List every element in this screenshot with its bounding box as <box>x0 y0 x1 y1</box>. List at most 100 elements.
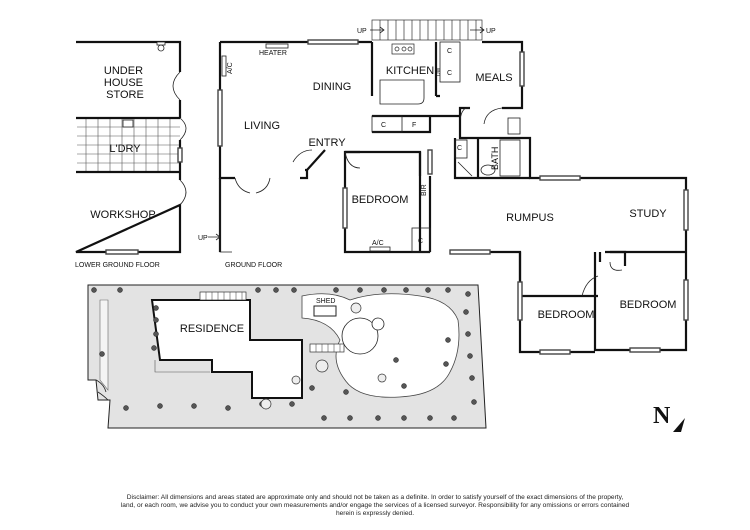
shrub <box>291 375 301 385</box>
ground-floor: UP UP <box>198 19 689 355</box>
heater-icon <box>265 43 289 49</box>
basin-icon <box>480 164 496 176</box>
tree <box>157 403 163 409</box>
lower-ground-floor-caption: LOWER GROUND FLOOR <box>75 262 160 269</box>
kitchen-bench <box>379 79 425 105</box>
residence-footprint <box>150 299 303 399</box>
tree <box>401 383 407 389</box>
closet-c-meals <box>439 41 461 83</box>
living-window <box>217 89 223 147</box>
store-door-swing <box>172 71 181 101</box>
tree <box>375 415 381 421</box>
bath-door-swing <box>483 107 503 125</box>
tree <box>393 357 399 363</box>
tree <box>289 401 295 407</box>
laundry-tiles <box>77 117 180 172</box>
up-label-left: UP <box>198 235 208 242</box>
workshop-label: WORKSHOP <box>90 209 155 221</box>
ac-living-label: A/C <box>227 62 234 74</box>
closet-c-kitchen <box>371 115 403 133</box>
tree <box>381 287 387 293</box>
meals-window <box>519 51 525 87</box>
ac-bedroom-label: A/C <box>372 240 384 247</box>
living-label: LIVING <box>244 120 280 132</box>
ac-living-icon <box>221 55 227 77</box>
lower-ground-floor: UNDER HOUSE STORE L'DRY WORKSHOP LOWER G… <box>75 40 187 269</box>
round-feature <box>341 317 379 355</box>
stairs-top <box>371 19 483 41</box>
site-stairs <box>199 291 247 301</box>
bedroom-1-label: BEDROOM <box>352 194 409 206</box>
shrub <box>315 359 329 373</box>
study-window <box>683 189 689 231</box>
kitchen-label: KITCHEN <box>386 65 434 77</box>
bedroom-2-door-swing <box>581 275 599 297</box>
living-entry-walls <box>218 149 360 252</box>
gate-swing-1 <box>95 379 107 393</box>
study-label: STUDY <box>629 208 667 220</box>
store-line-3: STORE <box>106 89 144 101</box>
tree <box>463 309 469 315</box>
site-stairs-treads <box>205 292 243 300</box>
laundry-door-swing <box>179 117 187 141</box>
north-arrow-icon <box>673 418 685 432</box>
shrub <box>350 302 362 314</box>
laundry-window <box>177 147 183 163</box>
tree <box>273 287 279 293</box>
tree <box>151 345 157 351</box>
garden-steps <box>309 343 345 353</box>
toilet-ground-icon <box>507 117 521 135</box>
rumpus-label: RUMPUS <box>506 212 554 224</box>
living-door-swing-a <box>234 177 251 194</box>
small-round-feature <box>371 317 385 331</box>
tree <box>123 405 129 411</box>
rumpus-walls <box>518 252 602 296</box>
tree <box>309 385 315 391</box>
bedroom-2-window <box>517 281 523 321</box>
bedroom-2-window-bottom <box>539 349 571 355</box>
disclaimer-text: Disclaimer: All dimensions and areas sta… <box>120 494 630 517</box>
tree <box>321 415 327 421</box>
dining-window <box>307 39 359 45</box>
bedroom-3-label: BEDROOM <box>620 299 677 311</box>
bath-label: BATH <box>490 147 500 170</box>
tree <box>403 287 409 293</box>
meals-door-swing <box>459 107 471 121</box>
tree <box>451 415 457 421</box>
tree <box>333 287 339 293</box>
tree <box>357 287 363 293</box>
tree <box>153 331 159 337</box>
bedroom-3-window <box>683 279 689 321</box>
up-label-2: UP <box>486 28 496 35</box>
bedroom-1-window <box>342 187 348 229</box>
shower-screen <box>457 161 473 177</box>
closet-label-2: C <box>447 70 452 77</box>
bedroom-1-door-swing <box>344 151 361 169</box>
closet-bath-label: C <box>457 145 462 152</box>
entry-door-swing <box>292 149 313 163</box>
bedroom-3-window-bottom <box>629 347 661 353</box>
up-arrow-left <box>208 233 221 241</box>
store-line-1: UNDER <box>104 65 143 77</box>
shrub <box>260 398 272 410</box>
under-house-store-label: UNDER HOUSE STORE <box>104 65 146 101</box>
tree <box>153 305 159 311</box>
tree <box>99 351 105 357</box>
bedroom-2-label: BEDROOM <box>538 309 595 321</box>
bir-window <box>427 149 433 175</box>
dining-label: DINING <box>313 81 352 93</box>
tree <box>191 403 197 409</box>
tree <box>91 287 97 293</box>
rumpus-window-top <box>539 175 581 181</box>
tree <box>255 287 261 293</box>
tree <box>443 361 449 367</box>
bathtub-icon <box>499 139 521 177</box>
laundry-label: L'DRY <box>109 143 141 155</box>
trees <box>91 287 477 421</box>
meals-label: MEALS <box>475 72 512 84</box>
fridge-label: F <box>412 122 416 129</box>
tree <box>427 415 433 421</box>
closet-label-1: C <box>447 48 452 55</box>
toilet-icon <box>156 41 166 52</box>
